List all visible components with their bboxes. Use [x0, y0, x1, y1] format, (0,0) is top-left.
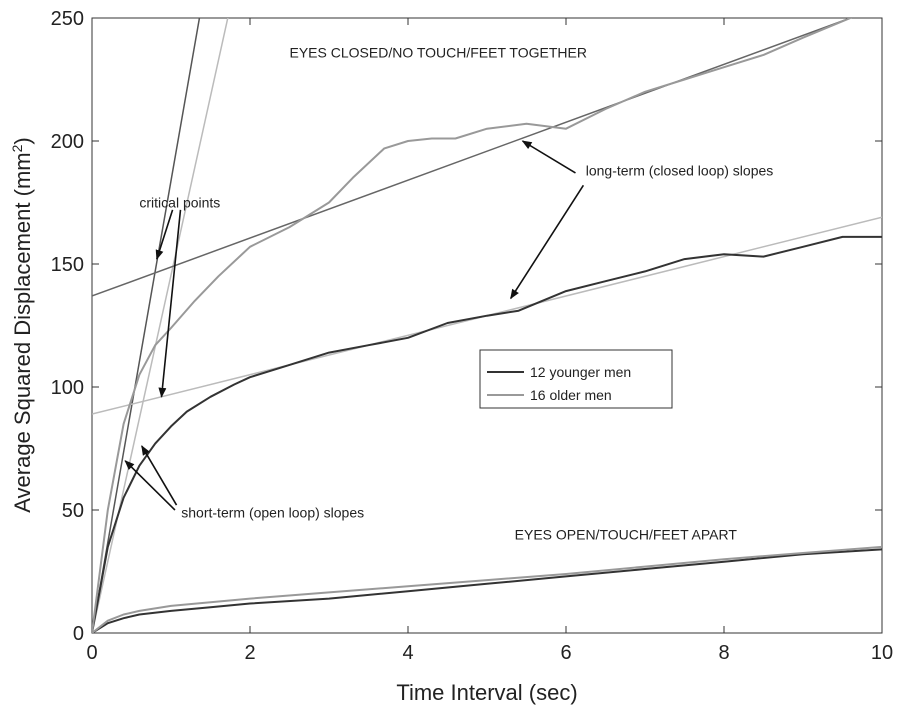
y-axis-title-main: Average Squared Displacement (mm: [10, 152, 35, 512]
legend: 12 younger men 16 older men: [479, 349, 673, 409]
longterm-arrow: [521, 140, 576, 174]
annotations-group: EYES CLOSED/NO TOUCH/FEET TOGETHER critic…: [139, 44, 773, 542]
annotation-closed: EYES CLOSED/NO TOUCH/FEET TOGETHER: [290, 44, 587, 60]
critical-arrow: [158, 209, 182, 398]
legend-label-younger: 12 younger men: [530, 364, 631, 380]
y-tick-label: 150: [51, 254, 84, 276]
y-axis-title-tail: ): [10, 137, 35, 144]
y-axis-title: Average Squared Displacement (mm2): [9, 137, 35, 512]
critical-arrow: [155, 209, 174, 261]
x-tick-label: 2: [244, 642, 255, 664]
y-tick-label: 250: [51, 8, 84, 30]
series-line-3: [92, 548, 882, 633]
y-tick-label: 0: [73, 623, 84, 645]
x-tick-label: 0: [86, 642, 97, 664]
series-line-4: [92, 545, 882, 633]
y-tick-label: 50: [62, 500, 84, 522]
shortterm-arrow: [124, 460, 176, 511]
series-group: [92, 18, 882, 633]
x-tick-label: 8: [718, 642, 729, 664]
x-tick-label: 6: [560, 642, 571, 664]
annotation-open: EYES OPEN/TOUCH/FEET APART: [515, 527, 738, 543]
y-tick-label: 100: [51, 377, 84, 399]
y-axis-title-sup: 2: [9, 144, 25, 152]
x-tick-label: 4: [402, 642, 413, 664]
short-term-slope-line: [92, 18, 201, 633]
legend-label-older: 16 older men: [530, 387, 612, 403]
longterm-arrow: [510, 184, 585, 300]
y-tick-label: 200: [51, 131, 84, 153]
arrows-group: [124, 140, 585, 511]
series-line-2: [92, 18, 852, 633]
x-axis-title: Time Interval (sec): [396, 680, 577, 705]
annotation-shortterm: short-term (open loop) slopes: [181, 504, 364, 520]
x-tick-label: 10: [871, 642, 893, 664]
annotation-longterm: long-term (closed loop) slopes: [586, 162, 774, 178]
plot-frame: [91, 17, 883, 634]
legend-box: [479, 349, 673, 409]
annotation-critical: critical points: [139, 194, 220, 210]
shortterm-arrow: [141, 445, 178, 506]
series-line-1: [92, 235, 882, 633]
long-term-slope-line: [92, 18, 851, 297]
short-term-slope-line: [92, 18, 229, 633]
